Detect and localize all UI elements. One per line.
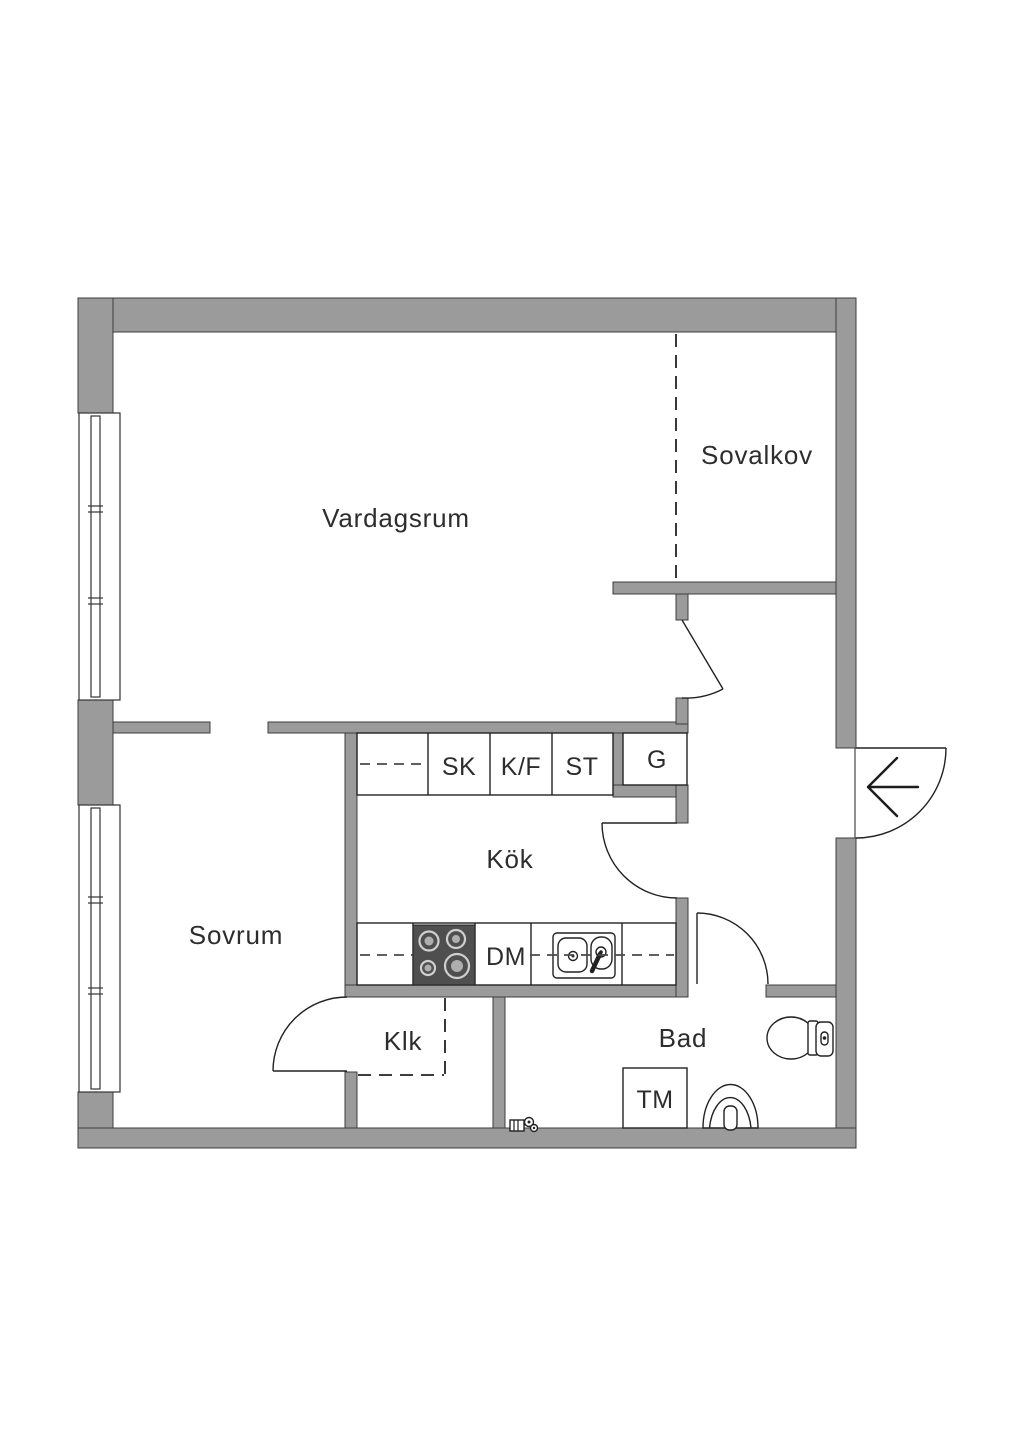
- window-icon: [78, 804, 121, 1093]
- room-label-kok: Kök: [486, 844, 533, 874]
- toilet-icon: [766, 1016, 834, 1060]
- cabinet-label-st: ST: [566, 753, 599, 781]
- stove-icon: [412, 924, 476, 986]
- wardrobe-cabinet: [622, 732, 688, 786]
- room-label-sovrum: Sovrum: [189, 920, 283, 950]
- cabinet-label-dm: DM: [486, 943, 526, 971]
- room-label-sovalkov: Sovalkov: [701, 440, 813, 470]
- kitchen-counter: [356, 922, 677, 986]
- entry-door: [854, 747, 947, 839]
- entry-arrow-icon: [866, 756, 920, 818]
- floor-drain-icon: [509, 1116, 539, 1133]
- cabinet-label-kf: K/F: [501, 753, 541, 781]
- dishwasher-label-bg: [479, 944, 529, 968]
- kitchen-upper-cabinets: [356, 732, 688, 796]
- window-icon: [78, 412, 121, 701]
- closet-dashed-outline: [358, 998, 446, 1076]
- washing-machine: [622, 1067, 688, 1129]
- livingroom-hall-door: [681, 619, 724, 699]
- room-label-bad: Bad: [659, 1023, 708, 1053]
- bathroom-sink-icon: [702, 1083, 759, 1131]
- kitchen-door: [601, 822, 678, 899]
- cabinet-label-g: G: [647, 746, 667, 774]
- bathroom-door: [696, 912, 769, 985]
- outer-walls: [77, 297, 857, 1149]
- bedroom-closet-door: [272, 996, 348, 1072]
- cabinet-label-sk: SK: [442, 753, 476, 781]
- room-label-vardagsrum: Vardagsrum: [322, 503, 470, 533]
- room-label-klk: Klk: [384, 1026, 423, 1056]
- cabinet-label-tm: TM: [636, 1086, 673, 1114]
- interior-walls: [112, 581, 837, 1129]
